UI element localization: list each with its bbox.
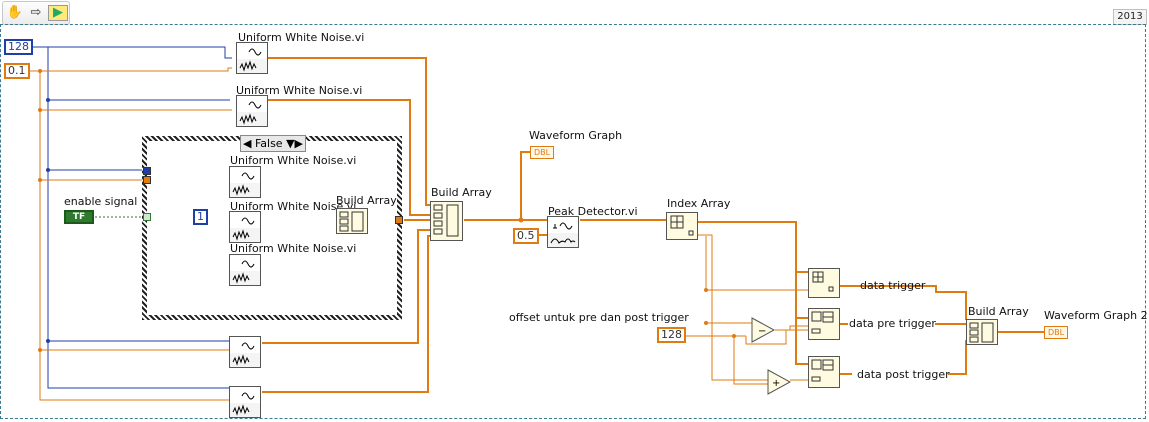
offset-label: offset untuk pre dan post trigger (509, 311, 689, 324)
data-post-trigger-label: data post trigger (857, 368, 950, 381)
build-array-final-label: Build Array (968, 305, 1029, 318)
data-pre-trigger-label: data pre trigger (849, 317, 936, 330)
constant-1[interactable]: 1 (193, 209, 208, 225)
uniform-white-noise-node-7[interactable] (229, 386, 261, 418)
case-selector[interactable]: ◀ False ▼▶ (240, 135, 306, 152)
build-array-inner-label: Build Array (336, 194, 397, 207)
index-data-trigger-node[interactable] (808, 268, 840, 298)
uwn-label-5: Uniform White Noise.vi (230, 242, 357, 255)
uwn-label-3: Uniform White Noise.vi (230, 154, 357, 167)
svg-text:−: − (758, 326, 766, 337)
peak-detector-node[interactable] (547, 216, 579, 248)
uwn-label-1: Uniform White Noise.vi (238, 31, 365, 44)
case-selector-terminal[interactable] (143, 213, 151, 221)
build-array-main-node[interactable] (430, 201, 463, 241)
waveform-graph-label: Waveform Graph (529, 129, 623, 142)
index-array-label: Index Array (667, 197, 731, 210)
uniform-white-noise-node-2[interactable] (236, 95, 268, 127)
case-tunnel-integer[interactable] (143, 167, 151, 175)
case-tunnel-double[interactable] (143, 176, 151, 184)
run-arrow-icon[interactable]: ▶ (48, 5, 68, 21)
uniform-white-noise-node-1[interactable] (236, 42, 268, 74)
peak-detector-label: Peak Detector.vi (548, 205, 638, 218)
index-array-node[interactable] (666, 212, 698, 240)
enable-signal-terminal[interactable]: TF (64, 210, 94, 224)
uwn-label-2: Uniform White Noise.vi (236, 84, 363, 97)
uniform-white-noise-node-4[interactable] (229, 211, 261, 243)
add-node (767, 369, 792, 395)
toolbar: ✋ ⇨ ▶ (2, 1, 70, 25)
constant-0-5[interactable]: 0.5 (513, 228, 539, 244)
uniform-white-noise-node-3[interactable] (229, 166, 261, 198)
constant-128-offset[interactable]: 128 (657, 327, 686, 343)
data-trigger-label: data trigger (860, 279, 926, 292)
waveform-graph-indicator[interactable]: DBL (530, 146, 555, 159)
index-wires (684, 234, 808, 385)
uniform-white-noise-node-6[interactable] (229, 336, 261, 368)
index-data-post-trigger-node[interactable] (808, 356, 840, 388)
waveform-graph-2-indicator[interactable]: DBL (1044, 326, 1069, 339)
build-array-inner-node[interactable] (336, 208, 368, 234)
constant-0-1[interactable]: 0.1 (4, 63, 30, 79)
junction-dots (38, 69, 736, 352)
build-array-main-label: Build Array (431, 186, 492, 199)
build-array-final-node[interactable] (966, 319, 998, 345)
case-tunnel-output[interactable] (395, 216, 403, 224)
constant-128-top[interactable]: 128 (4, 39, 33, 55)
block-diagram-frame (0, 24, 1146, 419)
uniform-white-noise-node-5[interactable] (229, 254, 261, 286)
subtract-node (751, 317, 776, 343)
waveform-graph-2-label: Waveform Graph 2 (1044, 309, 1148, 322)
enable-signal-label: enable signal (64, 195, 138, 208)
hand-tool-icon[interactable]: ✋ (6, 5, 24, 20)
array-wires (262, 57, 1044, 393)
index-data-pre-trigger-node[interactable] (808, 308, 840, 340)
svg-text:+: + (772, 378, 780, 389)
uwn-label-4: Uniform White Noise.vi (230, 200, 357, 213)
arrow-tool-icon[interactable]: ⇨ (30, 5, 42, 20)
